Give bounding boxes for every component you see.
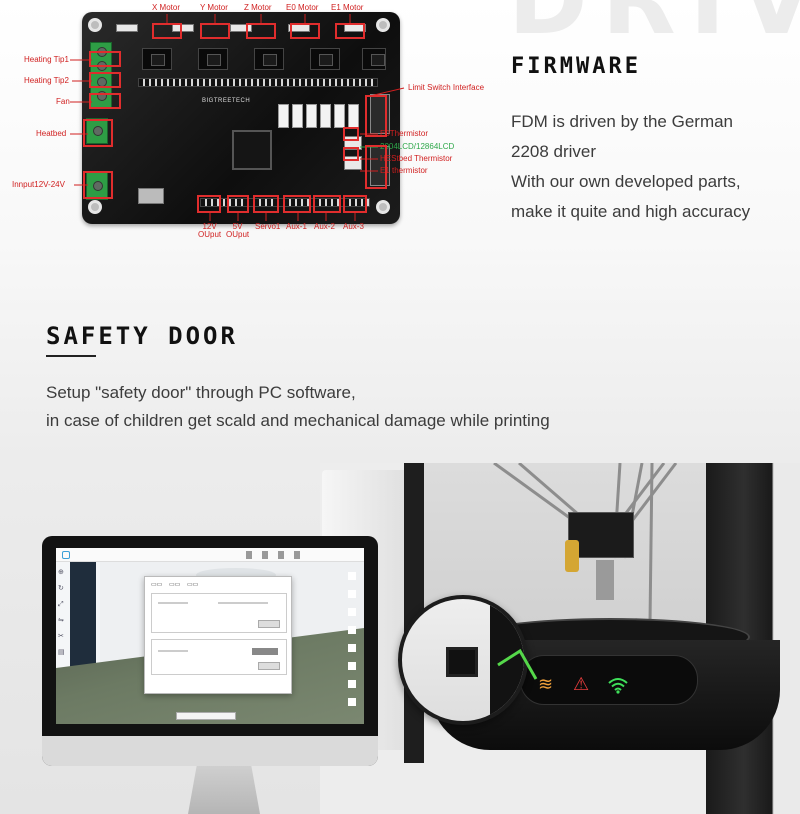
- mount-hole: [88, 200, 102, 214]
- door-group: [151, 639, 287, 675]
- label-y-motor: Y Motor: [200, 3, 228, 12]
- firmware-line-4: make it quite and high accuracy: [511, 202, 751, 221]
- tool-move-icon[interactable]: ⊕: [58, 569, 64, 576]
- setting-slider[interactable]: [218, 602, 268, 604]
- monitor-chin: [42, 736, 378, 766]
- wifi-icon: [608, 678, 628, 694]
- toolbar-icons[interactable]: [246, 551, 306, 559]
- label-input-power: Innput12V-24V: [12, 180, 65, 189]
- jumper: [334, 104, 345, 128]
- label-e1-thermistor: E1 thermistor: [380, 166, 428, 175]
- label-servo1: Servo1: [255, 222, 281, 231]
- label-z-motor: Z Motor: [244, 3, 272, 12]
- label-limit-switch: Limit Switch Interface: [408, 83, 485, 92]
- label-heatbed: Heatbed: [36, 129, 67, 138]
- setting-label: [158, 650, 188, 652]
- safety-line-1: Setup "safety door" through PC software,: [46, 383, 356, 402]
- mcu-chip: [232, 130, 272, 170]
- tool-cut-icon[interactable]: ✂: [58, 633, 64, 640]
- safety-line-2: in case of children get scald and mechan…: [46, 411, 550, 430]
- app-logo-icon: [62, 551, 70, 559]
- tool-sidebar: ⊕ ↻ ⤢ ⇋ ✂ ▤: [56, 562, 100, 672]
- driver-socket: [310, 48, 340, 70]
- dialog-tab[interactable]: ▭▭: [151, 582, 163, 588]
- print-head: [568, 512, 634, 558]
- safety-door-title: SAFETY DOOR: [46, 322, 238, 350]
- heatbed-terminal: [86, 118, 108, 144]
- heat-icon: ≋: [538, 674, 554, 694]
- monitor-stand: [188, 766, 260, 814]
- hotend: [596, 560, 614, 600]
- apply-button[interactable]: [258, 620, 280, 628]
- label-5v-output: 5V OUput: [226, 222, 250, 239]
- app-toolbar: [56, 548, 364, 562]
- mount-hole: [376, 200, 390, 214]
- driver-socket: [142, 48, 172, 70]
- door-toggle[interactable]: [252, 648, 278, 655]
- tool-mirror-icon[interactable]: ⇋: [58, 617, 64, 624]
- callout-box: [152, 23, 182, 39]
- tool-sidebar-dark: [70, 562, 96, 672]
- jumper: [306, 104, 317, 128]
- tool-scale-icon[interactable]: ⤢: [58, 601, 64, 608]
- title-underline: [46, 355, 96, 357]
- callout-box: [246, 23, 276, 39]
- callout-box: [200, 23, 230, 39]
- callout-box: [335, 23, 365, 39]
- ok-button[interactable]: [258, 662, 280, 670]
- label-x-motor: X Motor: [152, 3, 181, 12]
- brass-joint: [565, 540, 579, 572]
- mount-hole: [88, 18, 102, 32]
- callout-lines: [70, 14, 405, 221]
- header: [116, 24, 138, 32]
- settings-group: [151, 593, 287, 633]
- driver-socket: [254, 48, 284, 70]
- label-e0-thermistor: E0Thermistor: [380, 129, 429, 138]
- firmware-line-2: 2208 driver: [511, 142, 597, 161]
- status-bar: [176, 712, 236, 720]
- label-e0-motor: E0 Motor: [286, 3, 319, 12]
- view-controls[interactable]: [348, 572, 356, 712]
- slicer-software-screen: ⊕ ↻ ⤢ ⇋ ✂ ▤ ▭▭ ▭▭ ▭▭: [56, 548, 364, 724]
- label-12v-output: 12V OUput: [198, 222, 222, 239]
- jumper: [320, 104, 331, 128]
- jumper: [278, 104, 289, 128]
- tool-support-icon[interactable]: ▤: [58, 649, 65, 656]
- mount-hole: [376, 18, 390, 32]
- label-heating-tip1: Heating Tip1: [24, 55, 69, 64]
- label-lcd: 2004LCD/12864LCD: [380, 142, 455, 151]
- background-word: DRIVE: [508, 0, 800, 56]
- label-aux1: Aux-1: [286, 222, 307, 231]
- label-hestbed-thermistor: HEStbed Thermistor: [380, 154, 453, 163]
- dialog-tab[interactable]: ▭▭: [169, 582, 181, 588]
- label-aux2: Aux-2: [314, 222, 335, 231]
- usb-port: [138, 188, 164, 204]
- header: [172, 24, 194, 32]
- header: [230, 24, 252, 32]
- dialog-tab[interactable]: ▭▭: [187, 582, 199, 588]
- board-brand: BIGTREETECH: [202, 98, 251, 104]
- firmware-line-3: With our own developed parts,: [511, 172, 741, 191]
- status-panel: [520, 655, 698, 705]
- label-heating-tip2: Heating Tip2: [24, 76, 69, 85]
- driver-socket: [198, 48, 228, 70]
- safety-door-settings-dialog[interactable]: ▭▭ ▭▭ ▭▭: [144, 576, 292, 694]
- callout-box: [290, 23, 320, 39]
- firmware-title: FIRMWARE: [511, 54, 641, 79]
- pointer-arrow: [497, 648, 538, 680]
- setting-label: [158, 602, 188, 604]
- firmware-line-1: FDM is driven by the German: [511, 112, 734, 131]
- tool-rotate-icon[interactable]: ↻: [58, 585, 64, 592]
- label-e1-motor: E1 Motor: [331, 3, 364, 12]
- warning-icon: ⚠: [573, 674, 590, 694]
- label-fan: Fan: [56, 97, 70, 106]
- label-aux3: Aux-3: [343, 222, 364, 231]
- driver-socket: [362, 48, 386, 70]
- computer-monitor: ⊕ ↻ ⤢ ⇋ ✂ ▤ ▭▭ ▭▭ ▭▭: [42, 536, 378, 766]
- input-terminal: [86, 172, 108, 200]
- pin-row: [138, 78, 378, 87]
- jumper: [292, 104, 303, 128]
- door-sensor: [446, 647, 478, 677]
